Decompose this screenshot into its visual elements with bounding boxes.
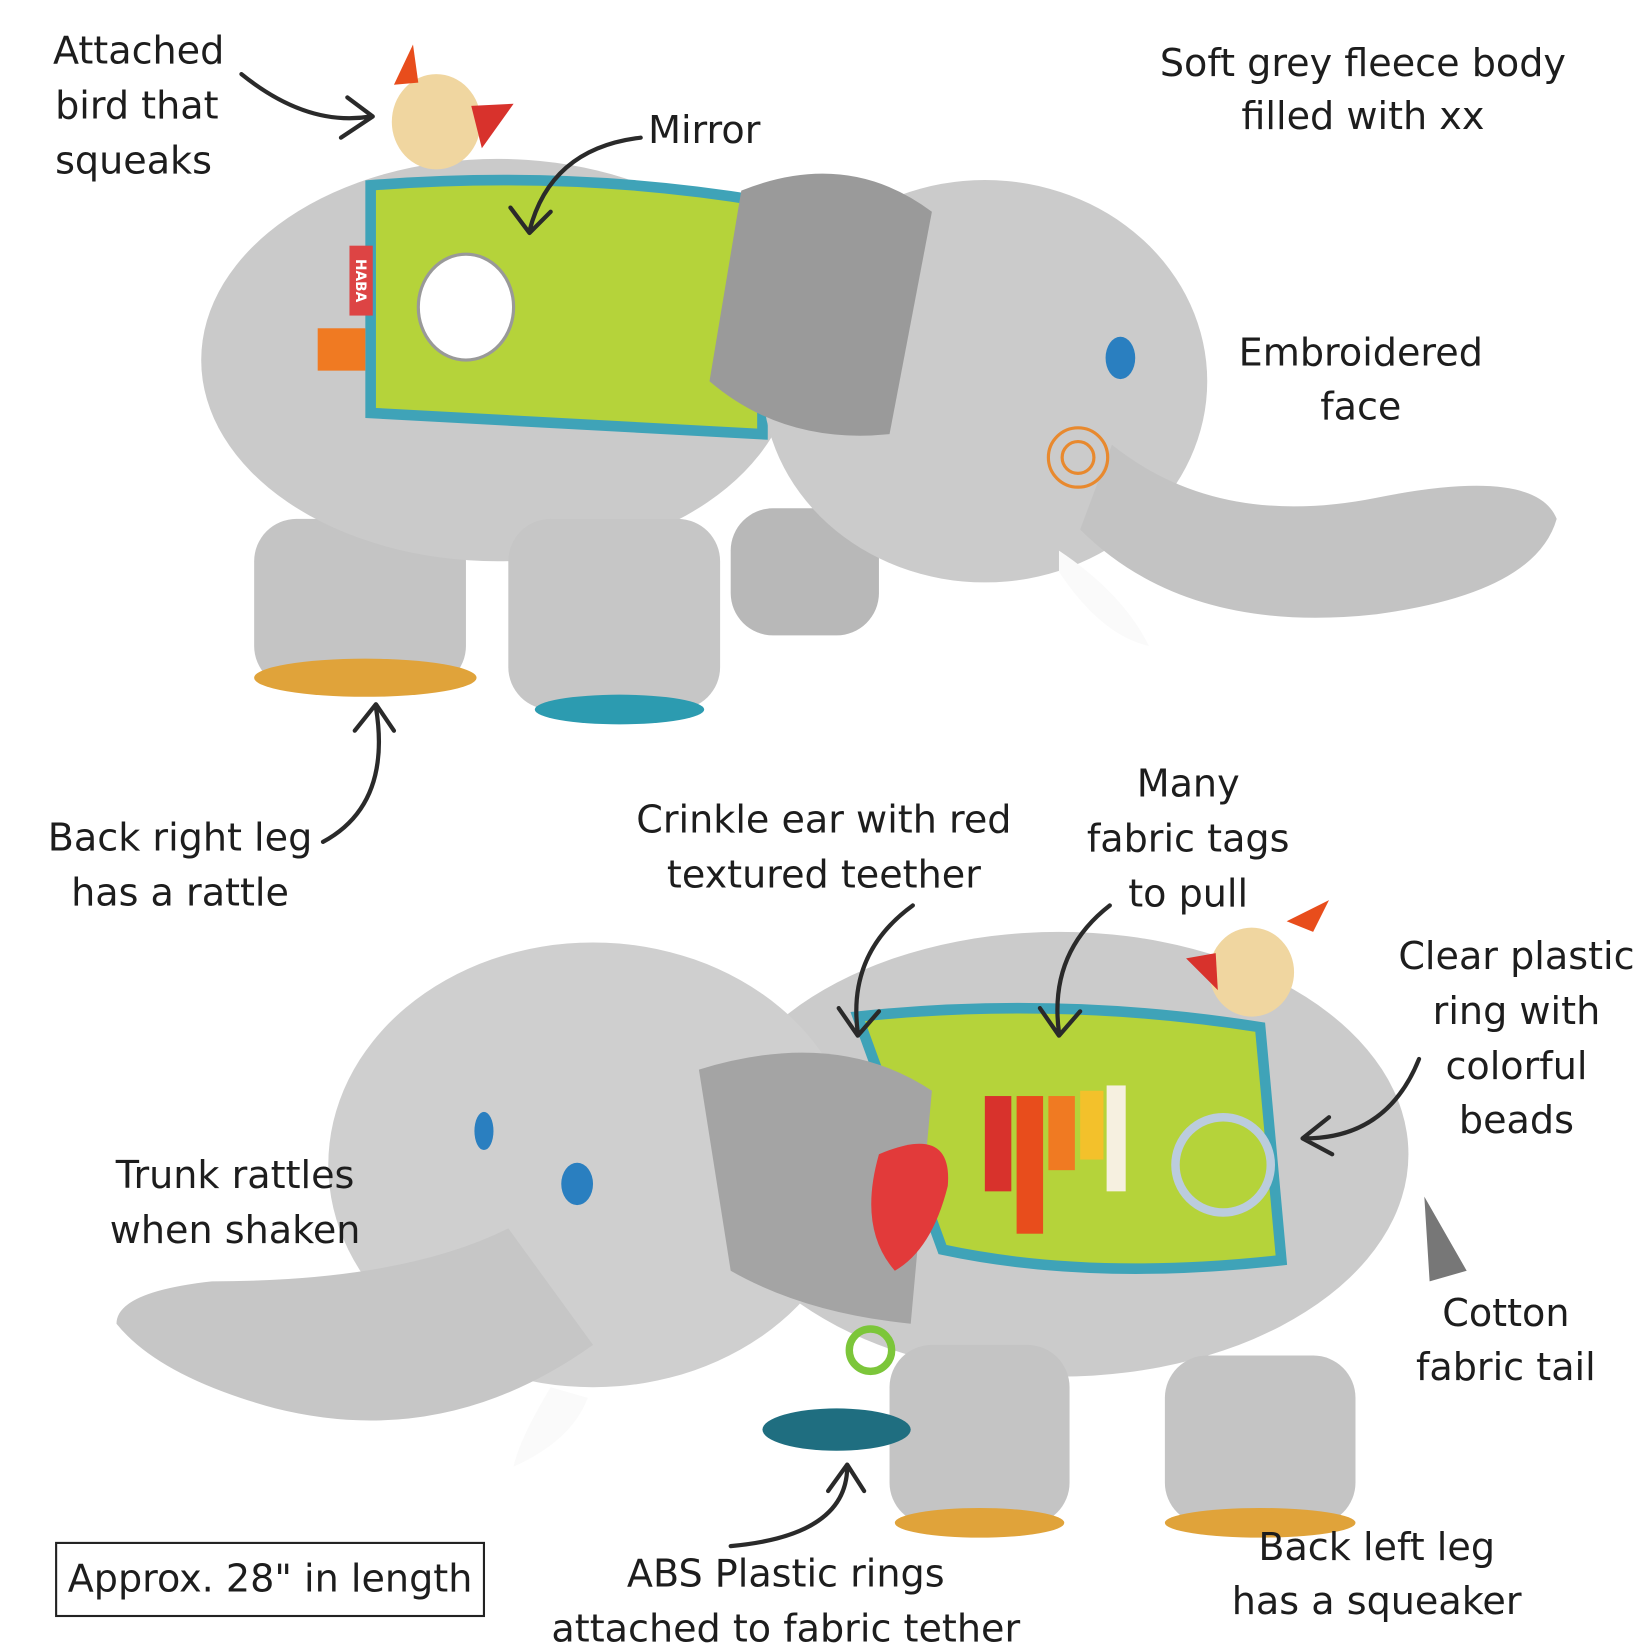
label-line: colorful [1445, 1044, 1587, 1088]
label-line: Crinkle ear with red [636, 797, 1011, 841]
teether [871, 1143, 949, 1271]
label-line: Many [1137, 761, 1240, 805]
label-line: beads [1459, 1098, 1574, 1142]
label-line: has a rattle [71, 870, 289, 914]
length-text: Approx. 28" in length [68, 1557, 473, 1601]
length-box: Approx. 28" in length [55, 1541, 486, 1618]
label-line: fabric tags [1087, 816, 1290, 860]
label-line: filled with xx [1241, 94, 1484, 138]
label-line: to pull [1128, 871, 1248, 915]
brand-tag-text: HABA [352, 259, 368, 303]
abs-ring [845, 1325, 896, 1376]
label-line: Embroidered [1239, 330, 1483, 374]
elephant-bottom [116, 900, 1467, 1538]
label-crinkle-ear: Crinkle ear with red textured teether [636, 797, 1011, 896]
label-fleece: Soft grey fleece body filled with xx [1160, 41, 1566, 138]
label-back-right-leg: Back right leg has a rattle [48, 815, 313, 914]
label-ring: Clear plastic ring with colorful beads [1398, 934, 1634, 1142]
brand-tag: HABA [349, 245, 373, 316]
label-line: textured teether [667, 852, 981, 896]
label-line: attached to fabric tether [551, 1606, 1020, 1650]
label-line: Back left leg [1258, 1525, 1495, 1569]
label-line: has a squeaker [1232, 1579, 1522, 1623]
eye-icon [1105, 336, 1136, 380]
label-abs-rings: ABS Plastic rings attached to fabric tet… [551, 1551, 1020, 1650]
plastic-ring [1171, 1112, 1276, 1217]
label-back-left-leg: Back left leg has a squeaker [1232, 1525, 1522, 1623]
label-line: Clear plastic [1398, 934, 1634, 978]
label-bird: Attached bird that squeaks [53, 29, 224, 183]
mirror [416, 252, 516, 362]
label-line: squeaks [55, 139, 212, 183]
label-face: Embroidered face [1239, 330, 1483, 428]
label-line: Soft grey fleece body [1160, 41, 1566, 85]
label-trunk: Trunk rattles when shaken [110, 1153, 361, 1252]
label-line: fabric tail [1416, 1345, 1596, 1389]
label-line: bird that [55, 84, 219, 128]
label-line: Attached [53, 29, 224, 73]
eye-icon [561, 1162, 594, 1206]
label-line: Back right leg [48, 815, 313, 859]
fabric-tags [984, 1085, 1126, 1234]
label-line: face [1320, 384, 1401, 428]
label-tail: Cotton fabric tail [1416, 1291, 1596, 1389]
callout-arrows [239, 72, 1422, 1549]
label-line: when shaken [110, 1208, 361, 1252]
label-line: Trunk rattles [115, 1153, 355, 1197]
label-line: ring with [1433, 989, 1601, 1033]
bird-toy [391, 44, 514, 170]
bird-toy [1186, 900, 1330, 1017]
elephant-top: HABA [201, 44, 1557, 725]
label-line: Cotton [1442, 1291, 1569, 1335]
label-tags: Many fabric tags to pull [1087, 761, 1290, 915]
label-mirror: Mirror [648, 108, 761, 152]
label-line: ABS Plastic rings [627, 1551, 945, 1595]
